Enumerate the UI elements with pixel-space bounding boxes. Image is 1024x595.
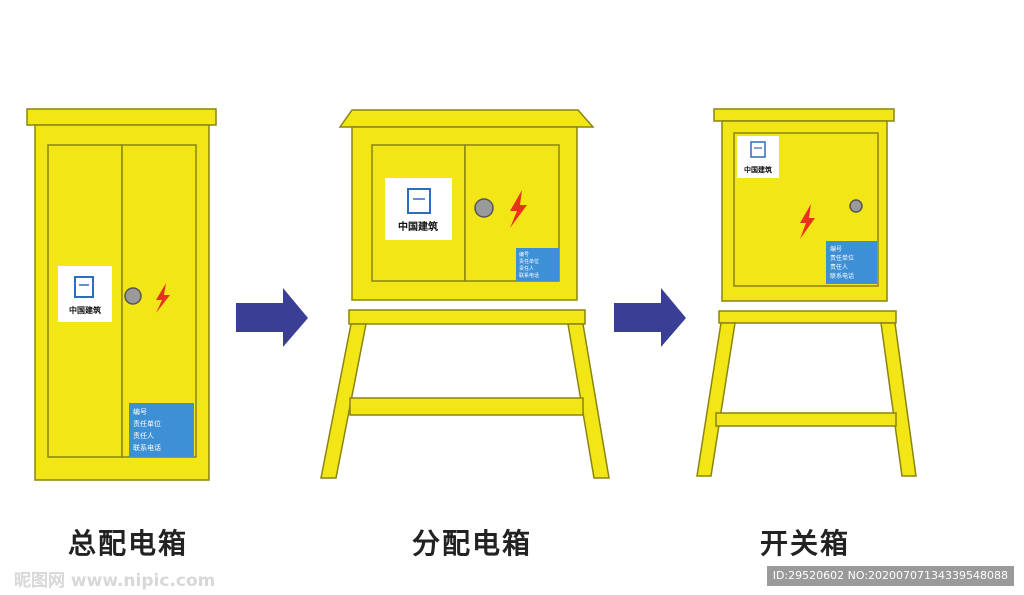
cabinet-roof: [26, 108, 217, 126]
info-panel: [129, 403, 194, 457]
logo-text: 中国建筑: [398, 220, 438, 233]
caption-main-distribution-box: 总配电箱: [68, 527, 189, 560]
stand-crossbar: [349, 397, 584, 416]
watermark-id: ID:29520602 NO:20200707134339548088: [766, 566, 1014, 586]
stand-top-rail: [718, 310, 897, 324]
watermark-site: 昵图网 www.nipic.com: [14, 571, 216, 591]
logo-icon: [74, 276, 94, 298]
stand-right-leg: [567, 323, 610, 479]
stand-crossbar: [715, 412, 897, 427]
info-line-1: 编号: [519, 251, 529, 258]
info-line-2: 责任单位: [519, 258, 539, 265]
info-line-4: 联系电话: [519, 272, 539, 279]
door-lock-icon: [474, 198, 494, 218]
info-line-3: 责任人: [133, 431, 154, 440]
info-line-2: 责任单位: [830, 254, 854, 262]
lightning-bolt-icon: [800, 204, 815, 239]
logo-icon: [407, 188, 431, 214]
logo-text: 中国建筑: [69, 305, 101, 315]
switch-box-cabinet: 中国建筑 编号 责任单位 责任人 联系电话: [696, 108, 917, 477]
info-line-1: 编号: [133, 407, 147, 416]
info-line-1: 编号: [830, 245, 842, 253]
info-panel: [826, 241, 877, 284]
lightning-bolt-icon: [510, 190, 527, 228]
info-line-4: 联系电话: [830, 272, 854, 280]
main-distribution-cabinet: 中国建筑 编号 责任单位 责任人 联系电话: [26, 108, 217, 481]
caption-distribution-box: 分配电箱: [412, 527, 533, 560]
cabinet-roof: [713, 108, 895, 122]
caption-switch-box: 开关箱: [760, 527, 851, 560]
info-panel: [516, 248, 559, 281]
distribution-cabinet: 中国建筑 编号 责任单位 责任人 联系电话: [320, 109, 610, 479]
logo-text: 中国建筑: [744, 165, 772, 174]
flow-arrow-2: [614, 288, 686, 347]
info-line-3: 责任人: [830, 263, 848, 271]
stand-left-leg: [320, 323, 367, 479]
info-line-4: 联系电话: [133, 443, 161, 452]
door-lock-icon: [124, 287, 142, 305]
stand-left-leg: [696, 322, 736, 477]
lightning-bolt-icon: [156, 283, 170, 313]
cabinet-roof: [338, 109, 595, 128]
logo-icon: [750, 141, 766, 158]
stand-top-rail: [348, 309, 586, 325]
flow-arrow-1: [236, 288, 308, 347]
info-line-3: 责任人: [519, 265, 534, 272]
stand-right-leg: [880, 322, 917, 477]
info-line-2: 责任单位: [133, 419, 161, 428]
door-lock-icon: [849, 199, 863, 213]
